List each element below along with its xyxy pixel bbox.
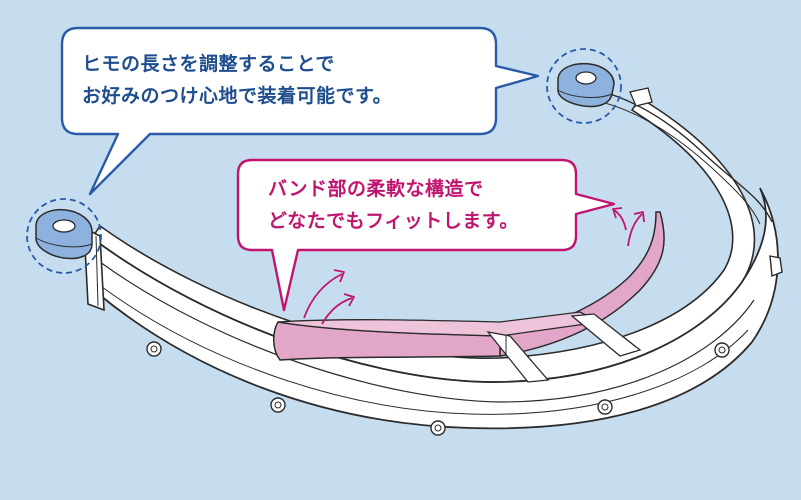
frame-top-clip xyxy=(629,87,653,107)
curved-arrow-icon xyxy=(321,293,355,325)
strap-callout-line-1: ヒモの長さを調整することで xyxy=(82,53,335,75)
strap-connector-highlight-right xyxy=(546,48,622,124)
curved-arrow-icon xyxy=(612,207,627,231)
band-fit-callout: バンド部の柔軟な構造で どなたでもフィットします。 xyxy=(258,170,568,240)
band-callout-line-2: どなたでもフィットします。 xyxy=(268,210,519,232)
rivet-icon xyxy=(270,397,286,413)
band-callout-line-1: バンド部の柔軟な構造で xyxy=(268,178,484,200)
strap-callout-line-2: お好みのつけ心地で装着可能です。 xyxy=(82,85,393,107)
frame-upper-edge xyxy=(99,261,755,403)
rivet-icon xyxy=(430,420,446,436)
band-strut-right xyxy=(570,313,642,357)
strap-adjust-callout: ヒモの長さを調整することで お好みのつけ心地で装着可能です。 xyxy=(66,40,502,120)
rivet-icon xyxy=(597,399,613,415)
frame-top-arm-inner xyxy=(573,97,761,225)
rivet-icon xyxy=(714,342,730,358)
rivet-icon xyxy=(146,341,162,357)
curved-arrow-icon xyxy=(303,269,345,319)
strap-connector-icon xyxy=(557,62,615,108)
frame-outer-band xyxy=(90,187,779,430)
frame-right-nub xyxy=(769,255,783,277)
strap-callout-bubble xyxy=(60,26,540,196)
band-callout-bubble xyxy=(236,158,616,312)
curved-arrow-icon xyxy=(627,211,645,247)
strap-connector-icon xyxy=(35,208,93,260)
band-strut-left xyxy=(486,331,550,383)
strap-connector-highlight-left xyxy=(26,198,102,274)
frame-lower-groove xyxy=(97,283,749,415)
